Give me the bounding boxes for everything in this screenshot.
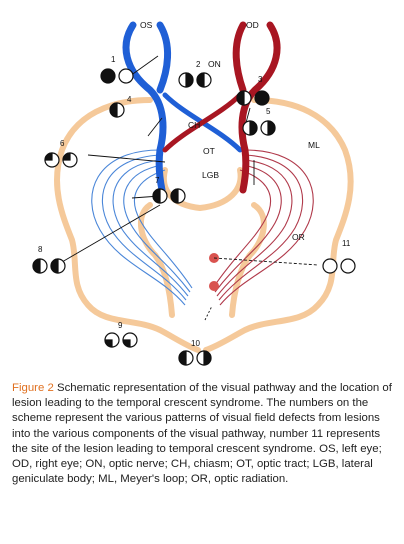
field-defect-1: [100, 68, 134, 84]
field-defect-9: [104, 332, 138, 348]
number-1: 1: [111, 55, 116, 64]
brain-outline: [53, 97, 354, 353]
field-defect-4: [109, 102, 125, 118]
number-9: 9: [118, 321, 123, 330]
field-defect-10: [178, 350, 212, 366]
number-5: 5: [266, 107, 271, 116]
visual-pathway-diagram: OS OD ON CH OT LGB ML OR 1 2 3 4 5 6 7 8…: [32, 20, 356, 366]
field-defect-11: [322, 258, 356, 274]
left-optic-radiation: [91, 149, 193, 306]
label-lgb: LGB: [202, 170, 219, 180]
number-2: 2: [196, 60, 201, 69]
label-od: OD: [246, 20, 259, 30]
field-defect-3: [236, 90, 270, 106]
number-11: 11: [342, 239, 351, 248]
field-defect-5: [242, 120, 276, 136]
number-4: 4: [127, 95, 132, 104]
number-3: 3: [258, 75, 263, 84]
field-defect-2: [178, 72, 212, 88]
right-eye-pathway: [162, 21, 281, 194]
field-defect-6: [44, 152, 78, 168]
lesion-dot-lower: [209, 281, 219, 291]
figure-label: Figure 2: [12, 382, 54, 394]
right-optic-radiation: [212, 149, 314, 306]
label-ch: CH: [188, 120, 200, 130]
label-ot: OT: [203, 146, 215, 156]
number-7: 7: [155, 176, 160, 185]
label-os: OS: [140, 20, 153, 30]
number-8: 8: [38, 245, 43, 254]
figure-caption: Figure 2 Schematic representation of the…: [12, 381, 396, 487]
caption-text: Schematic representation of the visual p…: [12, 382, 392, 486]
label-on: ON: [208, 59, 221, 69]
leader-lines: [61, 55, 319, 321]
field-defect-7: [152, 188, 186, 204]
label-ml: ML: [308, 140, 320, 150]
number-10: 10: [191, 339, 200, 348]
field-defect-8: [32, 258, 66, 274]
label-or: OR: [292, 232, 305, 242]
number-6: 6: [60, 139, 65, 148]
